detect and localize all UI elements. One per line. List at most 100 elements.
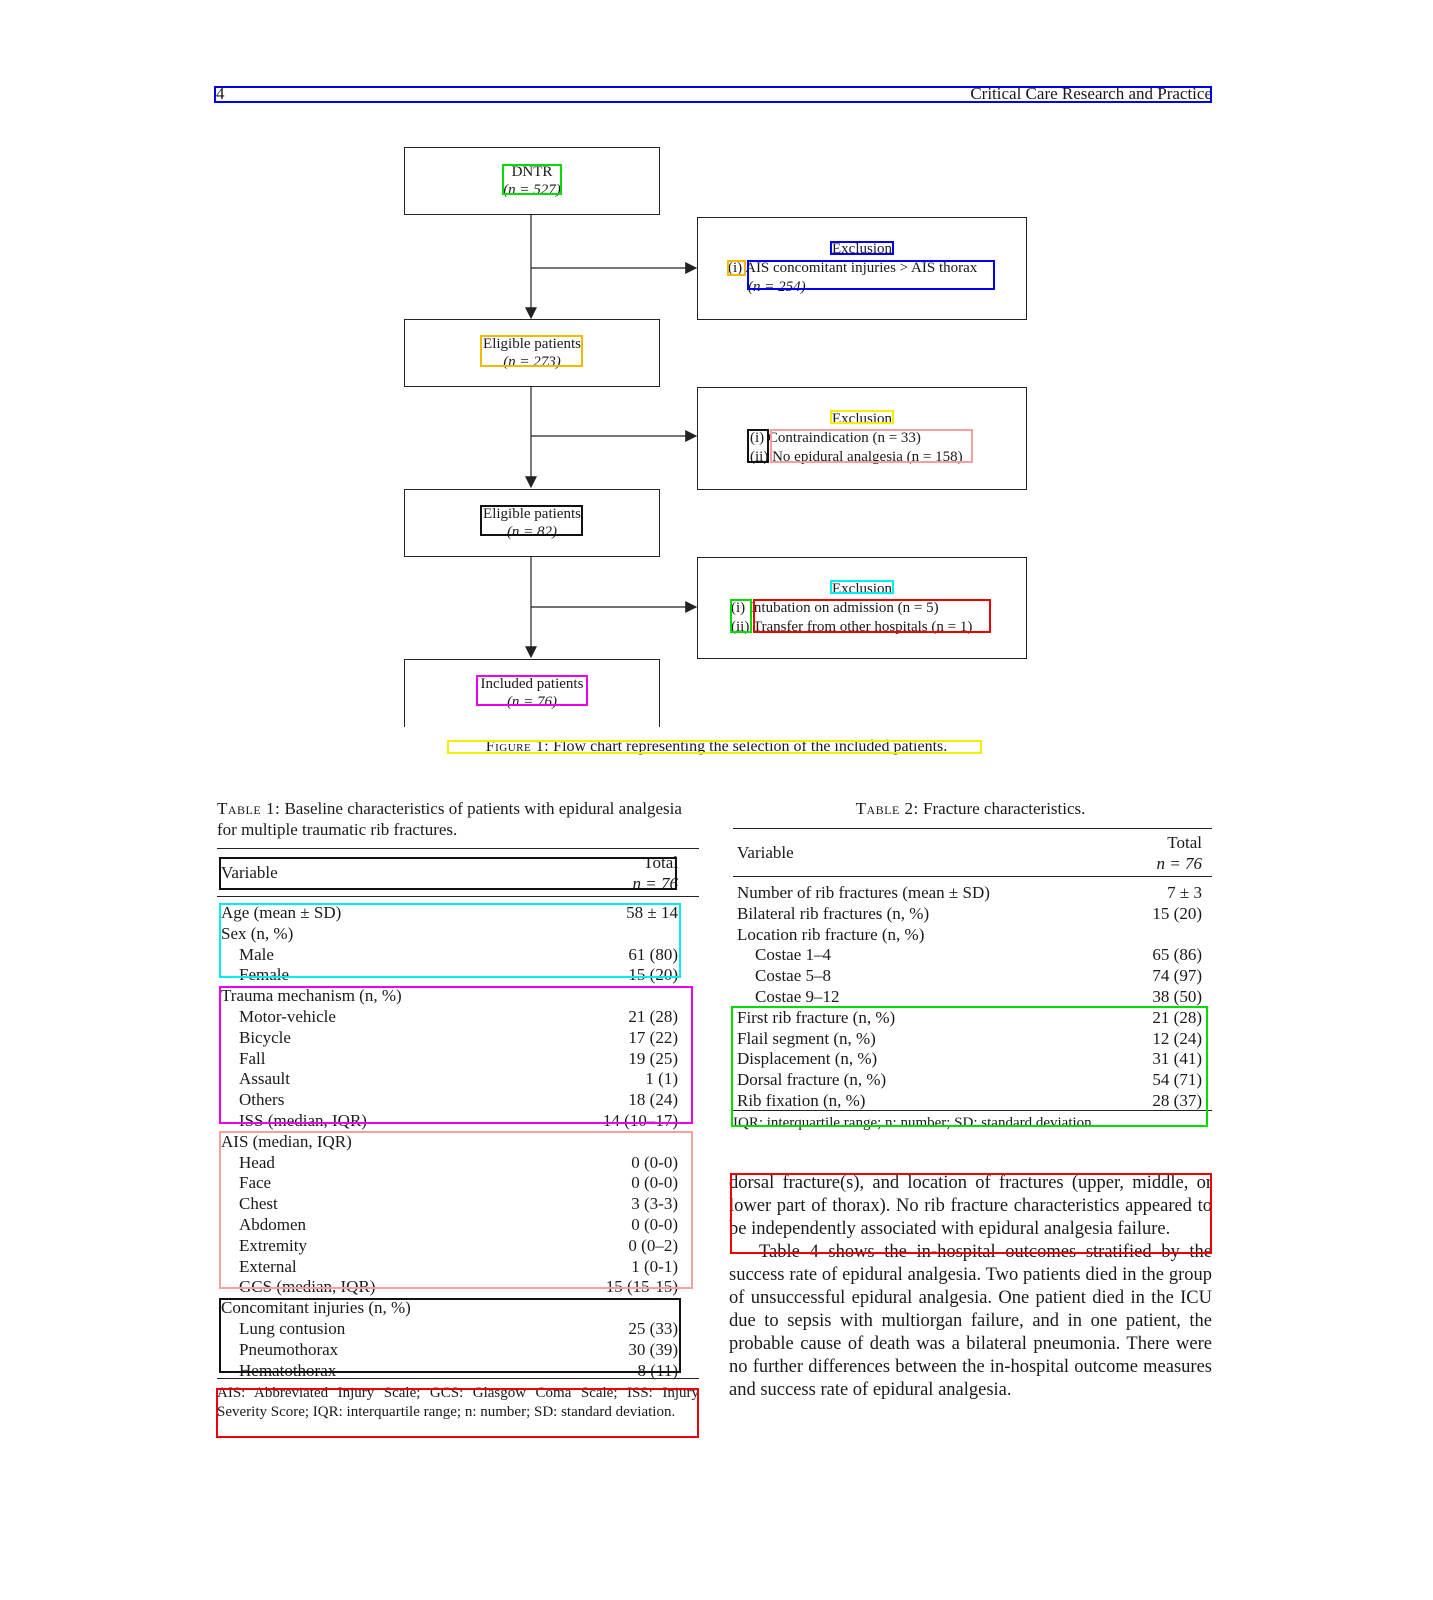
exclusion-item: Contraindication (n = 33) bbox=[767, 430, 921, 446]
row-value: 0 (0-0) bbox=[631, 1215, 678, 1234]
column-header-total: Total bbox=[1167, 833, 1202, 852]
table2-header-total: Total bbox=[737, 832, 1202, 853]
row-label: Bilateral rib fractures (n, %) bbox=[737, 903, 930, 923]
row-label: Trauma mechanism (n, %) bbox=[221, 986, 402, 1006]
row-label: Location rib fracture (n, %) bbox=[737, 924, 925, 944]
flow-box-title: Eligible patients bbox=[483, 336, 581, 352]
row-value: 21 (28) bbox=[1152, 1007, 1202, 1027]
row-label: Motor-vehicle bbox=[239, 1007, 336, 1026]
table1-footnote: AIS: Abbreviated Injury Scale; GCS: Glas… bbox=[217, 1385, 699, 1420]
exclusion-box-1: Exclusion (i) AIS concomitant injuries >… bbox=[697, 217, 1027, 320]
table2-header-n: n = 76 bbox=[737, 853, 1202, 874]
row-label: Costae 9–12 bbox=[755, 987, 840, 1006]
exclusion-title: Exclusion bbox=[832, 241, 892, 257]
row-value: 1 (1) bbox=[645, 1069, 678, 1089]
table-row: Number of rib fractures (mean ± SD) 7 ± 3 bbox=[737, 882, 1202, 903]
column-header-n: n = 76 bbox=[632, 874, 678, 893]
row-value: 3 (3-3) bbox=[631, 1194, 678, 1214]
exclusion-item: Transfer from other hospitals (n = 1) bbox=[752, 619, 973, 635]
row-value: 12 (24) bbox=[1152, 1028, 1202, 1048]
row-value: 0 (0-0) bbox=[631, 1173, 678, 1193]
flow-box-eligible-273: Eligible patients (n = 273) bbox=[404, 319, 660, 387]
table1-caption-label: Table 1: bbox=[217, 799, 281, 818]
row-value: 8 (11) bbox=[637, 1360, 678, 1380]
flow-box-count: (n = 76) bbox=[506, 694, 558, 710]
row-label: Hematothorax bbox=[239, 1360, 337, 1380]
row-label: Age (mean ± SD) bbox=[221, 903, 342, 922]
table2-header: Variable bbox=[737, 842, 1202, 863]
row-label: GCS (median, IQR) bbox=[239, 1277, 376, 1297]
row-label: Costae 5–8 bbox=[755, 966, 832, 986]
table-row: Hematothorax 8 (11) bbox=[221, 1360, 678, 1381]
row-label: Costae 1–4 bbox=[755, 945, 832, 965]
flow-box-dntr: DNTR (n = 527) bbox=[404, 147, 660, 215]
exclusion-item: Intubation on admission (n = 5) bbox=[748, 600, 939, 616]
row-label: Head bbox=[239, 1152, 275, 1172]
row-label: Number of rib fractures (mean ± SD) bbox=[737, 883, 990, 902]
table2-bottom-rule bbox=[733, 1110, 1212, 1111]
table2-caption: Table 2: Fracture characteristics. bbox=[729, 798, 1212, 819]
flow-box-included: Included patients (n = 76) bbox=[404, 659, 660, 727]
row-label: External bbox=[239, 1256, 297, 1276]
row-label: ISS (median, IQR) bbox=[239, 1111, 367, 1130]
row-value: 54 (71) bbox=[1152, 1070, 1202, 1090]
row-value: 18 (24) bbox=[628, 1090, 678, 1110]
table-row: Age (mean ± SD)58 ± 14 bbox=[221, 902, 678, 923]
table-row: Lung contusion 25 (33) bbox=[221, 1318, 678, 1339]
row-value: 15 (20) bbox=[1152, 903, 1202, 923]
row-value: 31 (41) bbox=[1152, 1049, 1202, 1069]
list-marker: (i) bbox=[728, 260, 743, 276]
table2-caption-label: Table 2: bbox=[855, 799, 919, 818]
page-number: 4 bbox=[216, 84, 225, 103]
table1-header: Variable bbox=[221, 862, 678, 883]
row-label: Extremity bbox=[239, 1235, 307, 1255]
table2-header-rule bbox=[733, 876, 1212, 877]
row-label: Sex (n, %) bbox=[221, 923, 294, 943]
row-label: Flail segment (n, %) bbox=[737, 1028, 876, 1048]
row-label: Assault bbox=[239, 1069, 290, 1089]
table-row: Trauma mechanism (n, %) bbox=[221, 985, 678, 1006]
table-row: Costae 1–4 65 (86) bbox=[737, 944, 1202, 965]
flow-box-count: (n = 273) bbox=[503, 354, 561, 370]
exclusion-title: Exclusion bbox=[832, 581, 892, 597]
column-header-variable: Variable bbox=[221, 863, 278, 882]
row-value: 15 (15-15) bbox=[605, 1277, 678, 1297]
exclusion-box-3: Exclusion (i) Intubation on admission (n… bbox=[697, 557, 1027, 659]
row-label: Female bbox=[239, 965, 290, 985]
figure-caption: Figure 1: Flow chart representing the se… bbox=[0, 738, 1433, 756]
table1-top-rule bbox=[217, 848, 699, 849]
row-label: Abdomen bbox=[239, 1215, 307, 1234]
table-row: Bilateral rib fractures (n, %) 15 (20) bbox=[737, 903, 1202, 924]
figure-caption-label: Figure 1: bbox=[485, 738, 550, 755]
exclusion-title: Exclusion bbox=[832, 411, 892, 427]
row-value: 25 (33) bbox=[628, 1319, 678, 1338]
paragraph: Table 4 shows the in-hospital outcomes s… bbox=[729, 1242, 1212, 1400]
list-marker: (i) bbox=[750, 430, 765, 446]
flow-box-title: Eligible patients bbox=[483, 506, 581, 522]
row-value: 19 (25) bbox=[628, 1048, 678, 1068]
exclusion-item: AIS concomitant injuries > AIS thorax bbox=[745, 260, 978, 276]
row-value: 65 (86) bbox=[1152, 945, 1202, 965]
table-row: External 1 (0-1) bbox=[221, 1256, 678, 1277]
table-row: Concomitant injuries (n, %) bbox=[221, 1297, 678, 1318]
table-row: Female 15 (20) bbox=[221, 964, 678, 985]
list-marker: (ii) bbox=[731, 619, 750, 635]
row-label: Male bbox=[239, 944, 274, 964]
row-label: Lung contusion bbox=[239, 1319, 346, 1338]
row-value: 30 (39) bbox=[628, 1339, 678, 1359]
table2-footnote: IQR: interquartile range; n: number; SD:… bbox=[733, 1115, 1096, 1131]
row-label: Others bbox=[239, 1090, 285, 1110]
table-row: ISS (median, IQR)14 (10–17) bbox=[221, 1110, 678, 1131]
row-value: 15 (20) bbox=[628, 965, 678, 985]
table1-header-rule bbox=[217, 896, 699, 897]
table-row: Sex (n, %) bbox=[221, 923, 678, 944]
row-value: 1 (0-1) bbox=[631, 1256, 678, 1276]
row-value: 7 ± 3 bbox=[1167, 883, 1202, 902]
